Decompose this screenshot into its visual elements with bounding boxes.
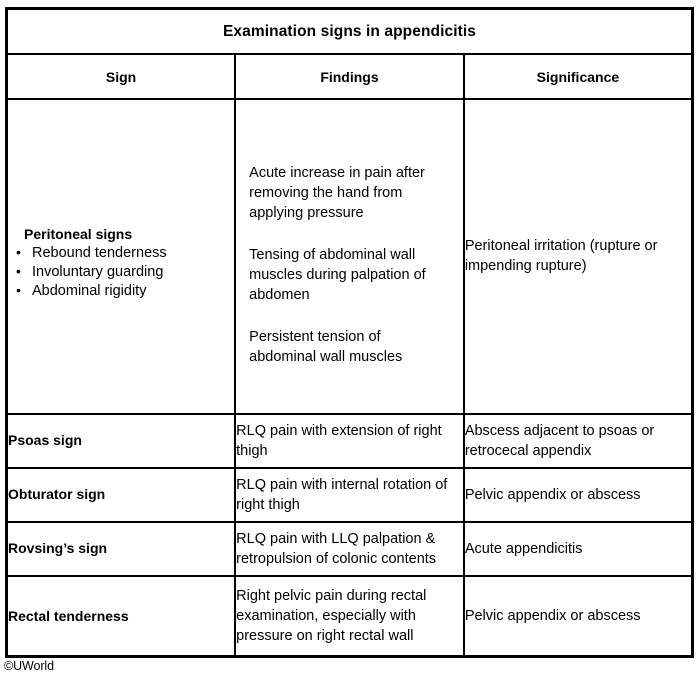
table-title-row: Examination signs in appendicitis (5, 7, 694, 55)
cell-findings-peritoneal: Acute increase in pain after removing th… (234, 98, 465, 415)
peritoneal-signs-bullet-list: Rebound tenderness Involuntary guarding … (8, 243, 234, 301)
table-row-rovsings-sign: Rovsing’s sign RLQ pain with LLQ palpati… (5, 520, 694, 577)
table-header-row: Sign Findings Significance (5, 53, 694, 100)
table-row-obturator-sign: Obturator sign RLQ pain with internal ro… (5, 466, 694, 523)
column-header-sign: Sign (5, 53, 237, 100)
cell-significance-rectal: Pelvic appendix or abscess (462, 574, 694, 658)
findings-paragraph-group: Acute increase in pain after removing th… (236, 135, 463, 377)
cell-significance-rovsings: Acute appendicitis (462, 520, 694, 577)
cell-sign-rovsings: Rovsing’s sign (5, 520, 237, 577)
cell-sign-rectal: Rectal tenderness (5, 574, 237, 658)
column-header-findings: Findings (234, 53, 465, 100)
copyright-attribution: ©UWorld (4, 659, 54, 673)
table-row-peritoneal-signs: Peritoneal signs Rebound tenderness Invo… (5, 98, 694, 415)
cell-sign-psoas: Psoas sign (5, 412, 237, 469)
findings-paragraph: Tensing of abdominal wall muscles during… (249, 247, 426, 304)
cell-findings-psoas: RLQ pain with extension of right thigh (234, 412, 465, 469)
list-item: Involuntary guarding (8, 262, 234, 282)
cell-findings-obturator: RLQ pain with internal rotation of right… (234, 466, 465, 523)
list-item: Rebound tenderness (8, 243, 234, 263)
cell-findings-rovsings: RLQ pain with LLQ palpation & retropulsi… (234, 520, 465, 577)
cell-significance-peritoneal: Peritoneal irritation (rupture or impend… (462, 98, 694, 415)
table-row-psoas-sign: Psoas sign RLQ pain with extension of ri… (5, 412, 694, 469)
examination-signs-table: Examination signs in appendicitis Sign F… (5, 7, 694, 658)
table-container: Examination signs in appendicitis Sign F… (5, 7, 694, 658)
findings-paragraph: Persistent tension of abdominal wall mus… (249, 329, 403, 366)
column-header-significance: Significance (462, 53, 694, 100)
peritoneal-signs-heading: Peritoneal signs (24, 226, 133, 243)
cell-significance-psoas: Abscess adjacent to psoas or retrocecal … (462, 412, 694, 469)
cell-sign-obturator: Obturator sign (5, 466, 237, 523)
cell-findings-rectal: Right pelvic pain during rectal examinat… (234, 574, 465, 658)
findings-paragraph: Acute increase in pain after removing th… (249, 165, 425, 222)
list-item: Abdominal rigidity (8, 281, 234, 301)
table-row-rectal-tenderness: Rectal tenderness Right pelvic pain duri… (5, 574, 694, 658)
cell-significance-obturator: Pelvic appendix or abscess (462, 466, 694, 523)
cell-sign-peritoneal: Peritoneal signs Rebound tenderness Invo… (5, 98, 237, 415)
table-title: Examination signs in appendicitis (5, 7, 694, 55)
